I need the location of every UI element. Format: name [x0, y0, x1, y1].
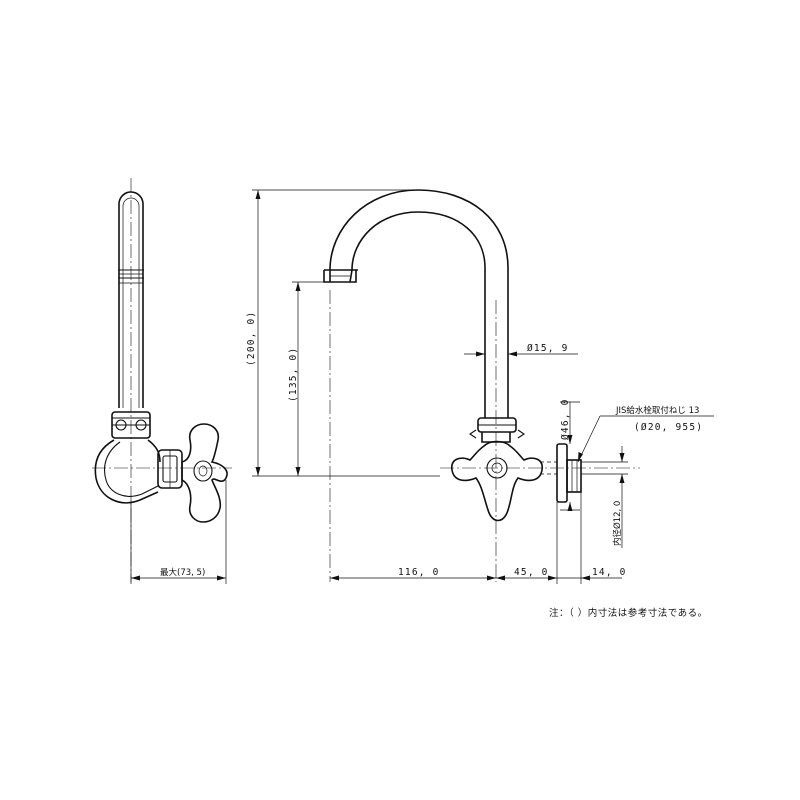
front-view	[323, 189, 640, 582]
horizontal-dimensions: 116, 0 45, 0 14, 0	[330, 492, 627, 584]
max-width-dimension: 最大(73, 5)	[130, 480, 227, 584]
reach-label: 116, 0	[398, 567, 440, 578]
side-view	[92, 178, 232, 582]
thread-callout: JIS給水栓取付ねじ 13 (Ø20, 955)	[577, 405, 714, 463]
thread-name-label: JIS給水栓取付ねじ 13	[615, 405, 699, 416]
total-height-label: (200, 0)	[246, 311, 257, 366]
handle-offset-label: 45, 0	[514, 567, 549, 578]
spout-height-label: (135, 0)	[288, 347, 299, 402]
pipe-diameter-label: Ø15, 9	[527, 343, 569, 354]
inner-diameter-label: 内径Ø12, 0	[612, 501, 623, 546]
spout-height-dimension: (135, 0)	[288, 281, 324, 476]
inner-diameter-dimension: 内径Ø12, 0	[581, 446, 628, 548]
max-width-label: 最大(73, 5)	[160, 567, 205, 578]
thread-diameter-label: (Ø20, 955)	[634, 422, 703, 433]
total-height-dimension: (200, 0)	[246, 189, 440, 477]
thread-length-label: 14, 0	[592, 567, 627, 578]
flange-diameter-label: Ø46, 0	[560, 398, 571, 440]
pipe-diameter-dimension: Ø15, 9	[464, 343, 578, 357]
reference-note: 注：（ ）内寸法は参考寸法である。	[549, 607, 708, 619]
flange-diameter-dimension: Ø46, 0	[560, 398, 580, 511]
